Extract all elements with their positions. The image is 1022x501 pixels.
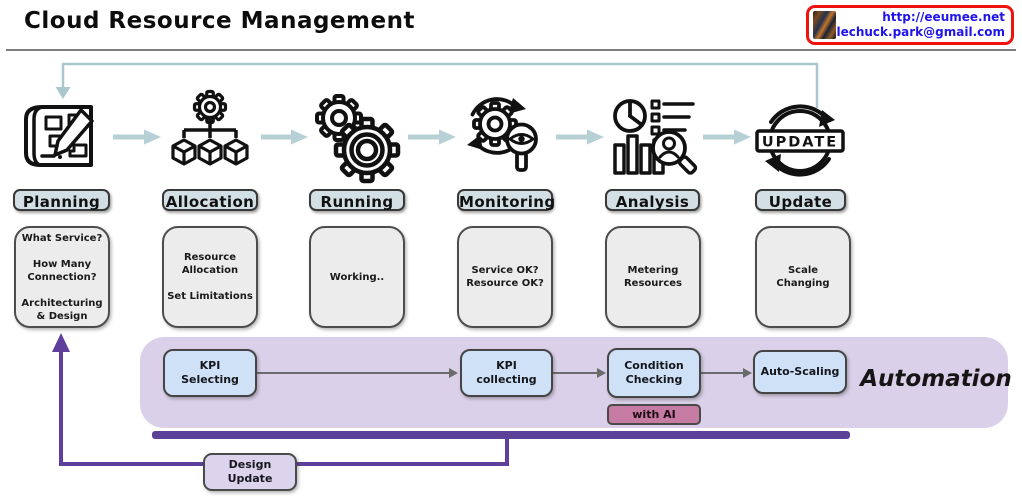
description-monitoring: Service OK? Resource OK? xyxy=(457,226,553,328)
stage-pill-monitoring: Monitoring xyxy=(457,189,555,211)
with-ai-badge: with AI xyxy=(607,404,701,425)
gear-magnifier-eye-icon xyxy=(467,97,538,172)
magnifier-person-shape xyxy=(651,130,698,175)
badge-thumbnail-image xyxy=(813,11,837,39)
stage-pill-update: Update xyxy=(755,189,846,211)
gears-icon xyxy=(315,94,401,184)
description-allocation: Resource Allocation Set Limitations xyxy=(162,226,258,328)
cube-shapes xyxy=(171,138,249,166)
description-planning: What Service? How Many Connection? Archi… xyxy=(14,226,110,328)
stage-pill-analysis: Analysis xyxy=(605,189,700,211)
badge-links: http://eeumee.net lechuck.park@gmail.com xyxy=(836,10,1011,40)
description-analysis: Metering Resources xyxy=(605,226,701,328)
charts-magnifier-person-icon xyxy=(613,99,698,175)
big-gear-shape xyxy=(333,116,401,184)
email-link[interactable]: lechuck.park@gmail.com xyxy=(836,25,1005,39)
website-link[interactable]: http://eeumee.net xyxy=(882,10,1005,24)
gear-cubes-icon xyxy=(171,89,249,166)
author-badge: http://eeumee.net lechuck.park@gmail.com xyxy=(806,5,1014,45)
title-divider xyxy=(6,49,1016,51)
magnifier-eye-shape xyxy=(505,122,538,172)
description-update: Scale Changing xyxy=(755,226,851,328)
design-update-box: Design Update xyxy=(203,453,297,491)
update-cycle-icon: UPDATE xyxy=(755,104,845,177)
stage-pill-running: Running xyxy=(309,189,405,211)
automation-underline-bar xyxy=(152,431,850,439)
automation-step-auto-scaling: Auto-Scaling xyxy=(753,350,847,394)
automation-step-kpi-selecting: KPI Selecting xyxy=(163,349,257,397)
blueprint-pencil-icon xyxy=(24,105,94,167)
update-banner-text: UPDATE xyxy=(762,135,838,151)
stage-pill-allocation: Allocation xyxy=(162,189,258,211)
automation-step-kpi-collecting: KPI collecting xyxy=(460,349,553,397)
gear-shape xyxy=(472,101,518,147)
automation-title: Automation xyxy=(860,366,1012,392)
page-title: Cloud Resource Management xyxy=(24,8,415,34)
gear-shape xyxy=(192,89,228,125)
stage-pill-planning: Planning xyxy=(13,189,110,211)
description-running: Working.. xyxy=(309,226,405,328)
automation-step-condition-checking: Condition Checking xyxy=(607,348,701,398)
